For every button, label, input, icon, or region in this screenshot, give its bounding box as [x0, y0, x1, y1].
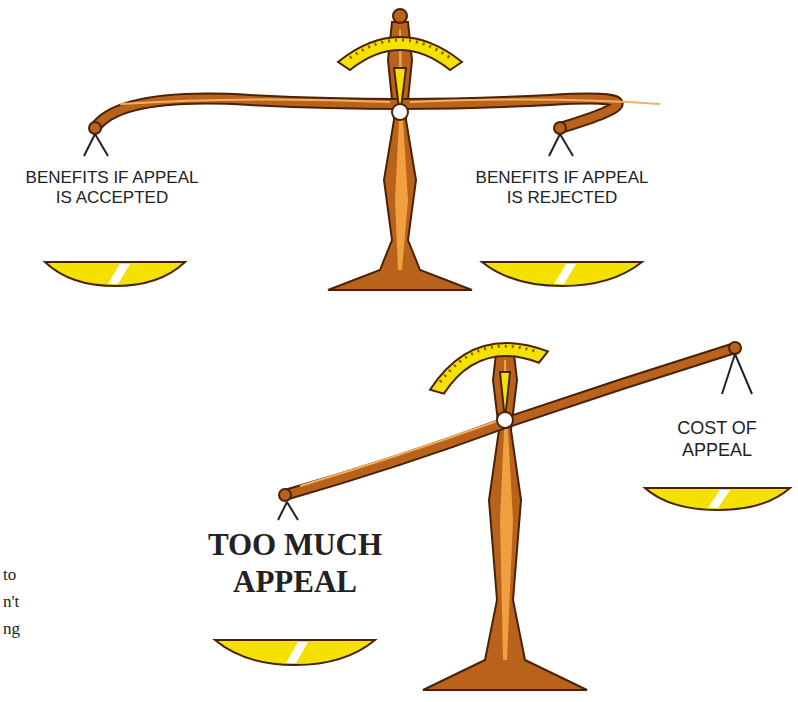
- text-fragment: ng: [3, 619, 63, 639]
- pan-label: TOO MUCH APPEAL: [200, 526, 390, 600]
- tilted-scale: [215, 328, 790, 690]
- text-fragment: to: [3, 565, 63, 585]
- pan-label: BENEFITS IF APPEAL IS REJECTED: [472, 168, 652, 209]
- pan-label: BENEFITS IF APPEAL IS ACCEPTED: [22, 168, 202, 209]
- balanced-scale: [45, 9, 660, 290]
- pan-label: COST OF APPEAL: [647, 418, 787, 461]
- text-fragment: n't: [3, 592, 63, 612]
